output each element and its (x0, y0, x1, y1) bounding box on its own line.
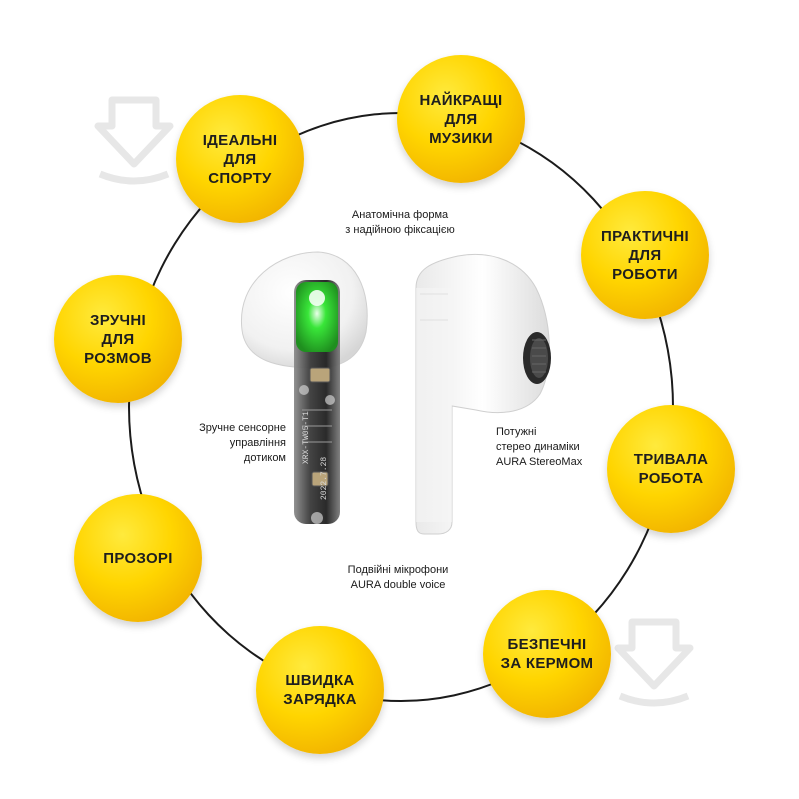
feature-bubble-sport: ІДЕАЛЬНІ ДЛЯ СПОРТУ (176, 95, 304, 223)
caption-shape: Анатомічна форма з надійною фіксацією (345, 209, 455, 236)
feature-label: ТРИВАЛА РОБОТА (633, 451, 709, 487)
feature-label: ПРАКТИЧНІ ДЛЯ РОБОТИ (600, 227, 689, 283)
caption-mics: Подвійні мікрофони AURA double voice (347, 564, 449, 591)
feature-bubble-work: ПРАКТИЧНІ ДЛЯ РОБОТИ (581, 191, 709, 319)
feature-label: БЕЗПЕЧНІ ЗА КЕРМОМ (500, 636, 594, 672)
earbud-print-model: XRX-TW05-T1 (302, 411, 311, 464)
feature-label: ПРОЗОРІ (103, 549, 173, 567)
feature-label: ІДЕАЛЬНІ ДЛЯ СПОРТУ (202, 131, 278, 187)
caption-touch: Зручне сенсорне управління дотиком (199, 422, 286, 464)
feature-label: ЗРУЧНІ ДЛЯ РОЗМОВ (84, 311, 152, 367)
earbud-print-date: 2022.7.28 (320, 457, 329, 500)
download-arrow-icon (94, 96, 174, 185)
feature-bubble-music: НАЙКРАЩІ ДЛЯ МУЗИКИ (397, 55, 525, 183)
right-earbud (415, 254, 551, 535)
feature-bubble-calls: ЗРУЧНІ ДЛЯ РОЗМОВ (54, 275, 182, 403)
feature-bubble-charging: ШВИДКА ЗАРЯДКА (256, 626, 384, 754)
caption-speakers: Потужні стерео динаміки AURA StereoMax (496, 426, 583, 468)
feature-label: ШВИДКА ЗАРЯДКА (283, 672, 357, 708)
feature-label: НАЙКРАЩІ ДЛЯ МУЗИКИ (419, 91, 503, 147)
download-arrow-icon (614, 618, 694, 707)
left-earbud: XRX-TW05-T1 2022.7.28 (241, 251, 368, 524)
feature-bubble-transparent: ПРОЗОРІ (74, 494, 202, 622)
earbuds-image: XRX-TW05-T1 2022.7.28 (241, 251, 551, 535)
feature-bubble-driving: БЕЗПЕЧНІ ЗА КЕРМОМ (483, 590, 611, 718)
feature-bubble-battery: ТРИВАЛА РОБОТА (607, 405, 735, 533)
